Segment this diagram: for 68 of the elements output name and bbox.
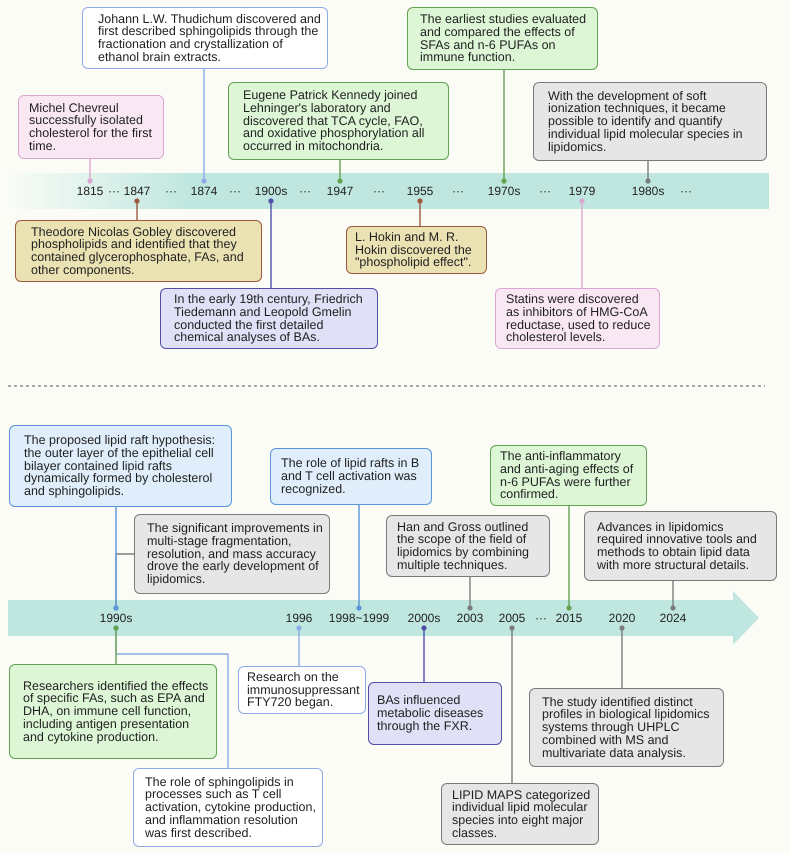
event-card: The anti-inflammatory and anti-aging effects of n-6 PUFAs were further confirmed. [490,445,647,506]
ellipsis: ··· [108,184,120,198]
leader-line [579,198,585,288]
year-label: 2015 [556,611,582,625]
event-card: L. Hokin and M. R. Hokin discovered the "phospholipid effect". [346,226,487,274]
year-label: 1900s [254,184,288,198]
event-card: LIPID MAPS categorized individual lipid molecular species into eight major classes. [441,783,599,845]
event-card: In the early 19th century, Friedrich Tiedemann and Leopold Gmelin conducted the first detailed chemical analyses of BAs. [160,288,378,349]
ellipsis: ··· [299,184,311,198]
event-card: The role of sphingolipids in processes such as T cell activation, cytokine production, and inflammation resolution was first described. [133,768,323,847]
ellipsis: ··· [680,184,692,198]
year-label: 1847 [124,184,150,198]
event-card: BAs influenced metabolic diseases through the FXR. [368,682,502,745]
leader-line [87,159,93,184]
leader-line [501,70,507,184]
year-label: 1996 [286,611,312,625]
year-label: 1874 [190,184,218,198]
ellipsis: ··· [452,184,464,198]
leader-line [670,581,676,611]
year-label: 1980s [632,184,664,198]
year-label: 2005 [498,611,526,625]
event-card: The proposed lipid raft hypothesis: the outer layer of the epithelial cell bilayer contained lipid rafts dynamically formed by cholesterol and sphingolipids. [9,425,232,507]
leader-line [417,198,423,226]
event-card: Eugene Patrick Kennedy joined Lehninger's laboratory and discovered that TCA cycle, FAO, and oxidative phosphorylation all occurred in mitochondria. [228,82,449,160]
event-card: Research on the immunosuppressant FTY720 began. [238,666,366,714]
year-label: 2003 [456,611,484,625]
year-label: 1947 [326,184,354,198]
event-card: Theodore Nicolas Gobley discovered phospholipids and identified that they contained glycerophosphate, FAs, and other components. [15,220,262,282]
event-card: Advances in lipidomics required innovative tools and methods to obtain lipid data with more structural details. [584,511,777,581]
event-card: Statins were discovered as inhibitors of HMG-CoA reductase, used to reduce cholesterol levels. [495,288,660,349]
leader-line [201,69,207,184]
year-label: 1990s [100,611,132,625]
event-card: The role of lipid rafts in B and T cell activation was recognized. [270,448,432,505]
ellipsis: ··· [539,184,551,198]
leader-line [467,577,473,611]
ellipsis: ··· [535,611,547,625]
leader-line [509,625,515,783]
event-card: The study identified distinct profiles in biological lipidomics systems through UHPLC combined with MS and multivariate data analysis. [529,688,724,767]
year-label: 2000s [408,611,440,625]
ellipsis: ··· [229,184,241,198]
event-card: The earliest studies evaluated and compared the effects of SFAs and n-6 PUFAs on immune function. [407,7,598,70]
leader-line [134,198,140,220]
leader-line [619,625,625,688]
event-card: The significant improvements in multi-stage fragmentation, resolution, and mass accuracy drove the early development of lipidomics. [134,514,330,594]
event-card: Michel Chevreul successfully isolated cholesterol for the first time. [18,95,164,159]
leader-line [113,625,119,664]
leader-line [113,507,119,611]
ellipsis: ··· [165,184,177,198]
year-label: 1815 [76,184,104,198]
leader-line [268,198,274,288]
leader-line [566,506,572,611]
leader-line [645,161,651,184]
year-label: 2020 [608,611,636,625]
timeline-arrow [8,591,759,645]
leader-line [296,625,302,666]
leader-line [421,625,427,682]
year-label: 1970s [488,184,520,198]
event-card: Johann L.W. Thudichum discovered and first described sphingolipids through the fractionation and crystallization of ethanol brain extracts. [82,7,328,69]
year-label: 1979 [568,184,596,198]
year-label: 2024 [660,611,686,625]
event-card: Researchers identified the effects of specific FAs, such as EPA and DHA, on immune cell function, including antigen presentation and cytokine production. [9,664,217,759]
ellipsis: ··· [373,184,385,198]
event-card: With the development of soft ionization techniques, it became possible to identify and quantify individual lipid molecular species in lipidomics. [533,82,767,161]
leader-line [356,505,362,611]
event-card: Han and Gross outlined the scope of the field of lipidomics by combining multiple techniques. [386,515,550,577]
year-label: 1955 [406,184,434,198]
year-label: 1998~1999 [328,611,390,625]
leader-line [337,160,343,184]
